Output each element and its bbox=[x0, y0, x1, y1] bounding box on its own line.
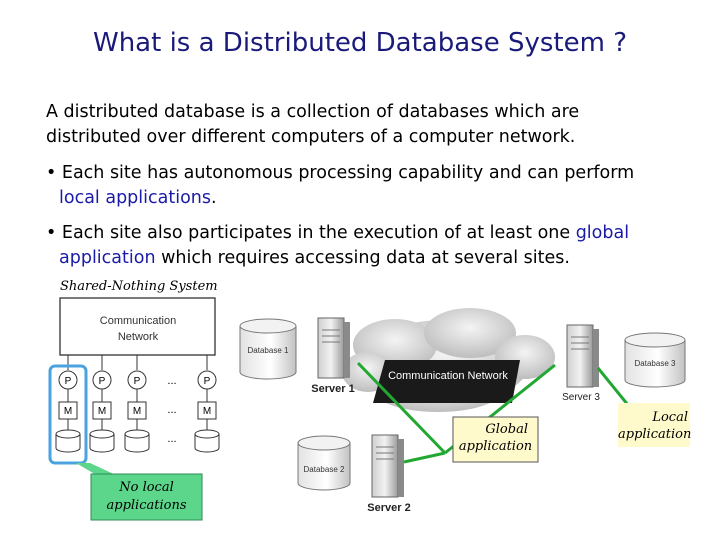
database-1-label: Database 1 bbox=[248, 346, 289, 355]
no-local-applications-text: No local applications bbox=[91, 479, 202, 515]
server-tower bbox=[566, 324, 594, 388]
intro-line-2: distributed over different computers of … bbox=[46, 127, 576, 147]
disk-body bbox=[124, 434, 150, 453]
bullet-2-line-2-text: which requires accessing data at several… bbox=[155, 248, 570, 268]
server-2: Server 2 bbox=[367, 434, 411, 514]
bullet-2: • Each site also participates in the exe… bbox=[46, 221, 629, 271]
no-local-callout bbox=[90, 473, 203, 521]
memory-label: M bbox=[203, 406, 211, 417]
bullet-1-line-1: • Each site has autonomous processing ca… bbox=[46, 163, 635, 183]
database-3: Database 3 bbox=[624, 332, 686, 388]
server-side bbox=[344, 322, 350, 378]
disk-body bbox=[89, 434, 115, 453]
database-1: Database 1 bbox=[239, 318, 297, 380]
database-drum bbox=[624, 340, 686, 388]
database-2-label: Database 2 bbox=[304, 465, 345, 474]
no-local-line-1: No local bbox=[119, 480, 174, 495]
server-tower bbox=[317, 317, 345, 379]
processor-label: P bbox=[65, 376, 72, 387]
network-label: Network bbox=[118, 331, 159, 343]
database-drum-top bbox=[624, 332, 686, 348]
application-text: application bbox=[59, 248, 156, 268]
server-side bbox=[398, 439, 404, 497]
disk-body bbox=[55, 434, 81, 453]
disk-top bbox=[194, 429, 220, 439]
bullet-1-tail: . bbox=[211, 188, 217, 208]
memory-label: M bbox=[133, 406, 141, 417]
global-line-1: Global bbox=[485, 422, 528, 437]
node-4: P M bbox=[194, 370, 220, 453]
database-drum bbox=[297, 443, 351, 491]
server-1: Server 1 bbox=[311, 317, 355, 395]
page-title: What is a Distributed Database System ? bbox=[93, 28, 627, 58]
memory-label: M bbox=[64, 406, 72, 417]
no-local-callout-pointer bbox=[76, 463, 118, 476]
server-3-label: Server 3 bbox=[562, 392, 600, 403]
database-drum-top bbox=[239, 318, 297, 334]
cloud-part bbox=[424, 308, 516, 358]
intro-paragraph: A distributed database is a collection o… bbox=[46, 100, 579, 150]
ellipsis-m: ... bbox=[167, 404, 176, 416]
disk-top bbox=[89, 429, 115, 439]
local-line-2: application bbox=[618, 427, 692, 442]
database-3-label: Database 3 bbox=[635, 359, 676, 368]
processor-label: P bbox=[204, 376, 211, 387]
server-2-label: Server 2 bbox=[367, 502, 410, 514]
network-diagram: Communication Network Database 1 Databas… bbox=[239, 308, 690, 514]
communication-network-box bbox=[59, 297, 216, 356]
shared-nothing-diagram: Communication Network P M P M bbox=[48, 297, 220, 465]
node-2: P M bbox=[89, 370, 115, 453]
bullet-2-line-1: • Each site also participates in the exe… bbox=[46, 221, 629, 246]
node-highlight-frame bbox=[48, 364, 88, 465]
arrow-local-to-server-3 bbox=[596, 367, 630, 406]
local-line-1: Local bbox=[652, 410, 688, 425]
communication-label: Communication bbox=[100, 315, 176, 327]
network-band bbox=[373, 360, 520, 403]
local-applications-text: local applications bbox=[59, 188, 211, 208]
bullet-1: • Each site has autonomous processing ca… bbox=[46, 161, 634, 211]
local-application-callout bbox=[618, 403, 690, 447]
node-3: P M bbox=[124, 370, 150, 453]
bullet-2-line-2: application which requires accessing dat… bbox=[46, 246, 629, 271]
disk-body bbox=[194, 434, 220, 453]
node-1: P M bbox=[55, 370, 81, 453]
global-text: global bbox=[575, 223, 630, 243]
memory-label: M bbox=[98, 406, 106, 417]
no-local-line-2: applications bbox=[106, 498, 187, 513]
intro-line-1: A distributed database is a collection o… bbox=[46, 102, 580, 122]
ellipsis-disk: ... bbox=[167, 433, 176, 445]
local-application-text: Local application bbox=[618, 409, 692, 443]
global-line-2: application bbox=[458, 439, 533, 454]
shared-nothing-label: Shared-Nothing System bbox=[60, 279, 218, 294]
bullet-2-line-1-text: • Each site also participates in the exe… bbox=[46, 223, 576, 243]
ellipsis-p: ... bbox=[167, 375, 176, 387]
server-tower bbox=[371, 434, 399, 498]
database-drum bbox=[239, 326, 297, 380]
bullet-1-line-2: local applications. bbox=[46, 186, 634, 211]
arrow-global-to-server-2 bbox=[403, 451, 446, 464]
server-side bbox=[593, 329, 599, 387]
communication-network-label: Communication Network bbox=[388, 370, 508, 382]
server-1-label: Server 1 bbox=[311, 383, 354, 395]
processor-label: P bbox=[134, 376, 141, 387]
database-drum-top bbox=[297, 435, 351, 451]
arrow-global-to-server-1 bbox=[356, 361, 447, 455]
processor-label: P bbox=[99, 376, 106, 387]
database-2: Database 2 bbox=[297, 435, 351, 491]
disk-top bbox=[55, 429, 81, 439]
global-application-callout bbox=[452, 416, 539, 463]
server-3: Server 3 bbox=[562, 324, 600, 403]
global-application-text: Global application bbox=[453, 421, 538, 455]
disk-top bbox=[124, 429, 150, 439]
